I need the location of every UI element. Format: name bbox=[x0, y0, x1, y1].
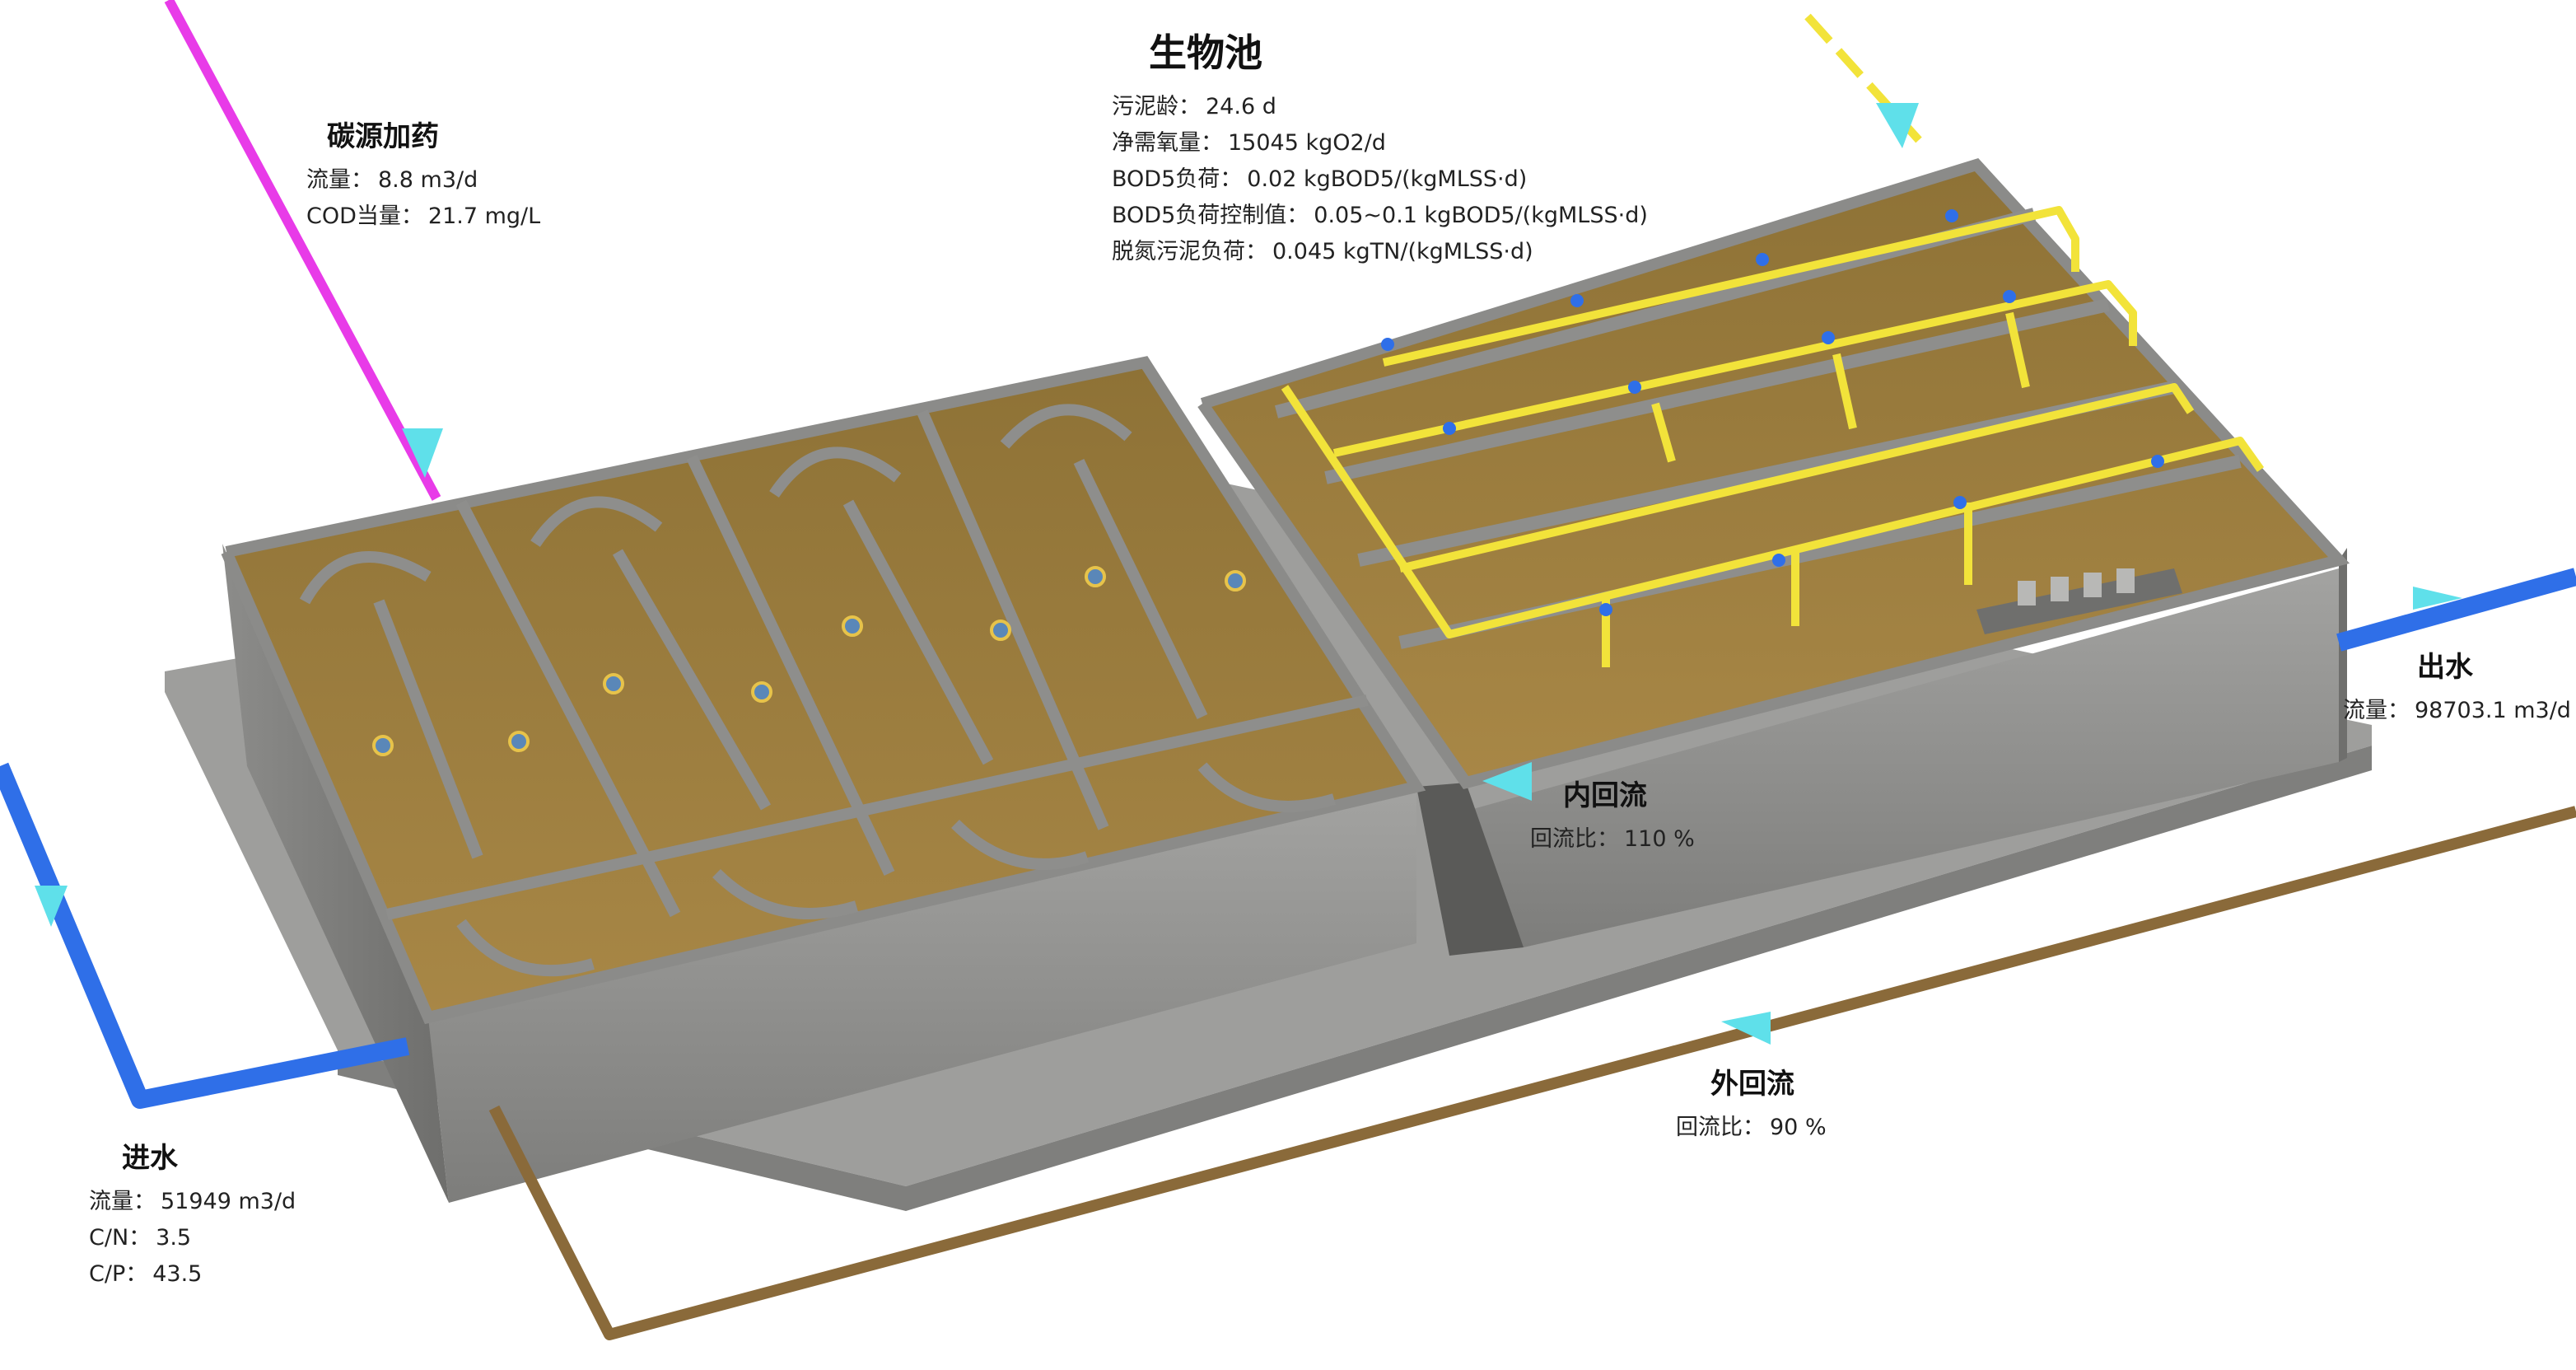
inlet-title: 进水 bbox=[122, 1135, 296, 1176]
external-recycle-info: 外回流 回流比：90 % bbox=[1676, 1061, 1827, 1146]
carbon-dosing-info: 碳源加药 流量：8.8 m3/d COD当量：21.7 mg/L bbox=[306, 114, 540, 235]
internal-recycle-info: 内回流 回流比：110 % bbox=[1530, 773, 1695, 858]
internal-recycle-title: 内回流 bbox=[1563, 773, 1695, 813]
bio-tank-row: BOD5负荷控制值：0.05~0.1 kgBOD5/(kgMLSS·d) bbox=[1112, 198, 1648, 234]
bio-tank-row: 污泥龄：24.6 d bbox=[1112, 89, 1648, 125]
bio-tank-row: 脱氮污泥负荷：0.045 kgTN/(kgMLSS·d) bbox=[1112, 234, 1648, 270]
outlet-info: 出水 流量：98703.1 m3/d bbox=[2343, 644, 2571, 729]
inlet-info: 进水 流量：51949 m3/d C/N：3.5 C/P：43.5 bbox=[89, 1135, 296, 1293]
carbon-dosing-title: 碳源加药 bbox=[327, 114, 540, 154]
bio-tank-title: 生物池 bbox=[1149, 23, 1648, 77]
bio-tank-row: BOD5负荷：0.02 kgBOD5/(kgMLSS·d) bbox=[1112, 161, 1648, 198]
outlet-row: 流量：98703.1 m3/d bbox=[2343, 693, 2571, 729]
external-recycle-title: 外回流 bbox=[1710, 1061, 1827, 1101]
internal-recycle-row: 回流比：110 % bbox=[1530, 821, 1695, 858]
carbon-dosing-pipe bbox=[169, 0, 436, 498]
bio-tank-info: 生物池 污泥龄：24.6 d 净需氧量：15045 kgO2/d BOD5负荷：… bbox=[1112, 23, 1648, 270]
inlet-row: C/N：3.5 bbox=[89, 1220, 296, 1256]
inlet-row: 流量：51949 m3/d bbox=[89, 1184, 296, 1220]
outlet-pipe bbox=[2339, 577, 2576, 643]
carbon-dosing-row: COD当量：21.7 mg/L bbox=[306, 199, 540, 235]
outlet-title: 出水 bbox=[2417, 644, 2571, 685]
carbon-dosing-row: 流量：8.8 m3/d bbox=[306, 162, 540, 199]
inlet-row: C/P：43.5 bbox=[89, 1256, 296, 1293]
arrow-air-supply bbox=[1876, 103, 1919, 148]
external-recycle-row: 回流比：90 % bbox=[1676, 1110, 1827, 1146]
bio-tank-row: 净需氧量：15045 kgO2/d bbox=[1112, 125, 1648, 161]
